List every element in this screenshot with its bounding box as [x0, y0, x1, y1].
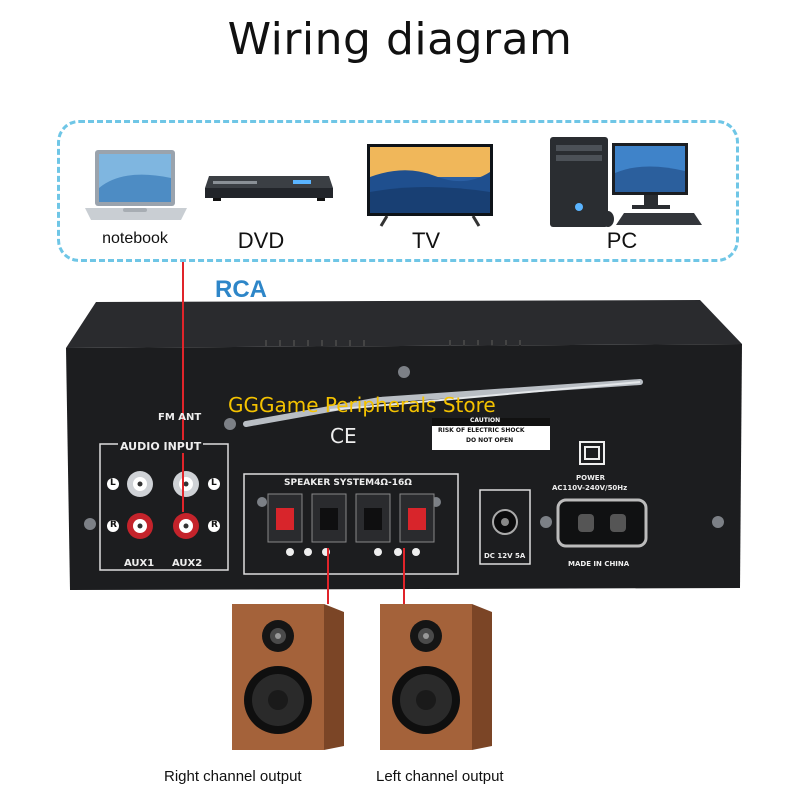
caution-title: CAUTION [470, 417, 500, 424]
ce-mark: CE [330, 424, 357, 448]
aux1-label: AUX1 [124, 558, 154, 569]
power-label: POWER [576, 474, 605, 482]
left-channel-output-caption: Left channel output [376, 768, 504, 785]
speaker-system-label: SPEAKER SYSTEM4Ω-16Ω [284, 478, 412, 488]
caution-line-2: DO NOT OPEN [466, 437, 513, 444]
left-speaker-icon [374, 604, 496, 754]
right-channel-marker-2: R [211, 520, 218, 530]
fm-ant-label: FM ANT [158, 412, 201, 423]
left-channel-marker: L [110, 478, 116, 488]
right-speaker-icon [226, 604, 348, 754]
made-in-china-label: MADE IN CHINA [568, 560, 629, 568]
store-watermark: GGGame Peripherals Store [228, 393, 496, 417]
aux2-label: AUX2 [172, 558, 202, 569]
dc-input-label: DC 12V 5A [484, 552, 525, 560]
audio-input-label: AUDIO INPUT [118, 440, 203, 453]
right-channel-output-caption: Right channel output [164, 768, 302, 785]
left-channel-marker-2: L [211, 478, 217, 488]
amplifier-top-cover [66, 300, 742, 348]
ac-power-socket [558, 500, 646, 546]
caution-line-1: RISK OF ELECTRIC SHOCK [438, 427, 525, 434]
ac-rating-label: AC110V-240V/50Hz [552, 484, 627, 492]
right-channel-marker: R [110, 520, 117, 530]
